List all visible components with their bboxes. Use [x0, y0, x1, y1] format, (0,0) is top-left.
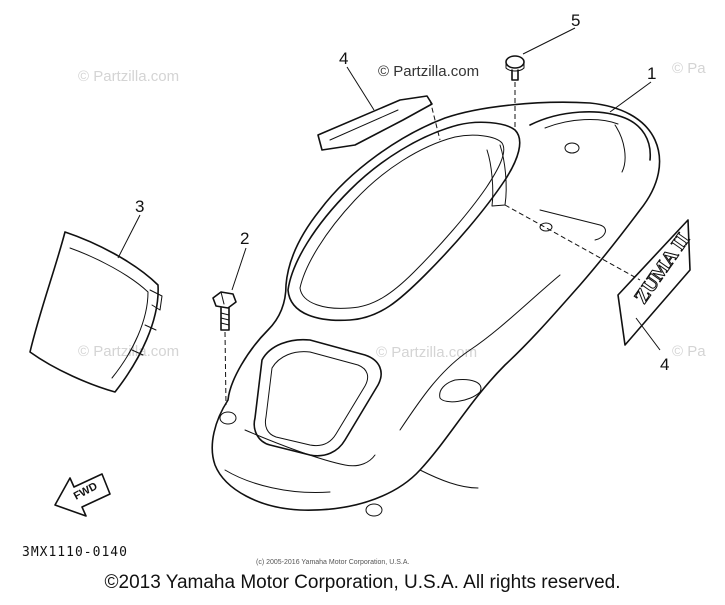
part-1-body-cover[interactable]: [211, 101, 661, 517]
emblem-text: ZUMA II: [630, 229, 694, 308]
watermark-mid-center: © Partzilla.com: [376, 344, 477, 361]
callout-4-top: 4: [339, 49, 348, 68]
fwd-label: FWD: [72, 480, 100, 502]
fwd-arrow: FWD: [54, 473, 111, 517]
part-5-clip[interactable]: [505, 55, 525, 130]
callout-3: 3: [135, 197, 144, 216]
watermark-top-right: © Pa: [672, 60, 706, 77]
watermark-mid-left: © Partzilla.com: [78, 343, 179, 360]
part-4-emblem[interactable]: ZUMA II: [617, 219, 695, 346]
callout-5: 5: [571, 11, 580, 30]
diagram-canvas: © Partzilla.com © Partzilla.com © Pa © P…: [22, 11, 706, 566]
diagram-code: 3MX1110-0140: [22, 545, 128, 560]
part-4-strip-top[interactable]: [317, 95, 433, 151]
watermark-top-center: © Partzilla.com: [378, 63, 479, 80]
watermark-mid-right: © Pa: [672, 343, 706, 360]
small-copyright: (c) 2005-2016 Yamaha Motor Corporation, …: [256, 559, 409, 566]
callout-1: 1: [647, 64, 656, 83]
part-3-side-panel[interactable]: [29, 231, 163, 393]
part-2-bolt[interactable]: [212, 291, 237, 406]
watermark-top-left: © Partzilla.com: [78, 68, 179, 85]
callout-4-right: 4: [660, 355, 669, 374]
callout-2: 2: [240, 229, 249, 248]
footer-copyright: ©2013 Yamaha Motor Corporation, U.S.A. A…: [104, 572, 621, 593]
